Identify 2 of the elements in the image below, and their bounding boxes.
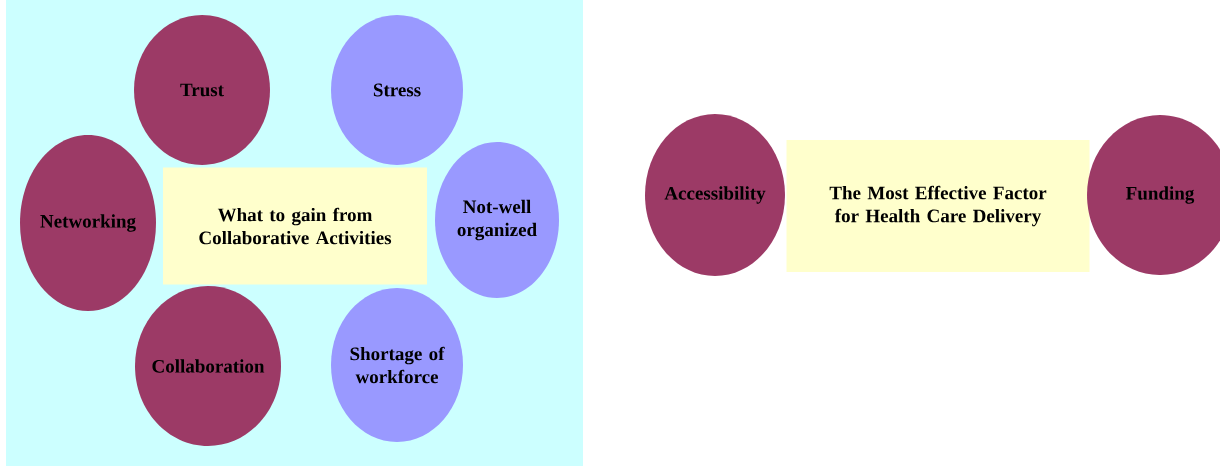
text-box: What to gain from Collaborative Activities (163, 167, 427, 285)
text-box: The Most Effective Factor for Health Care Delivery (786, 140, 1090, 272)
